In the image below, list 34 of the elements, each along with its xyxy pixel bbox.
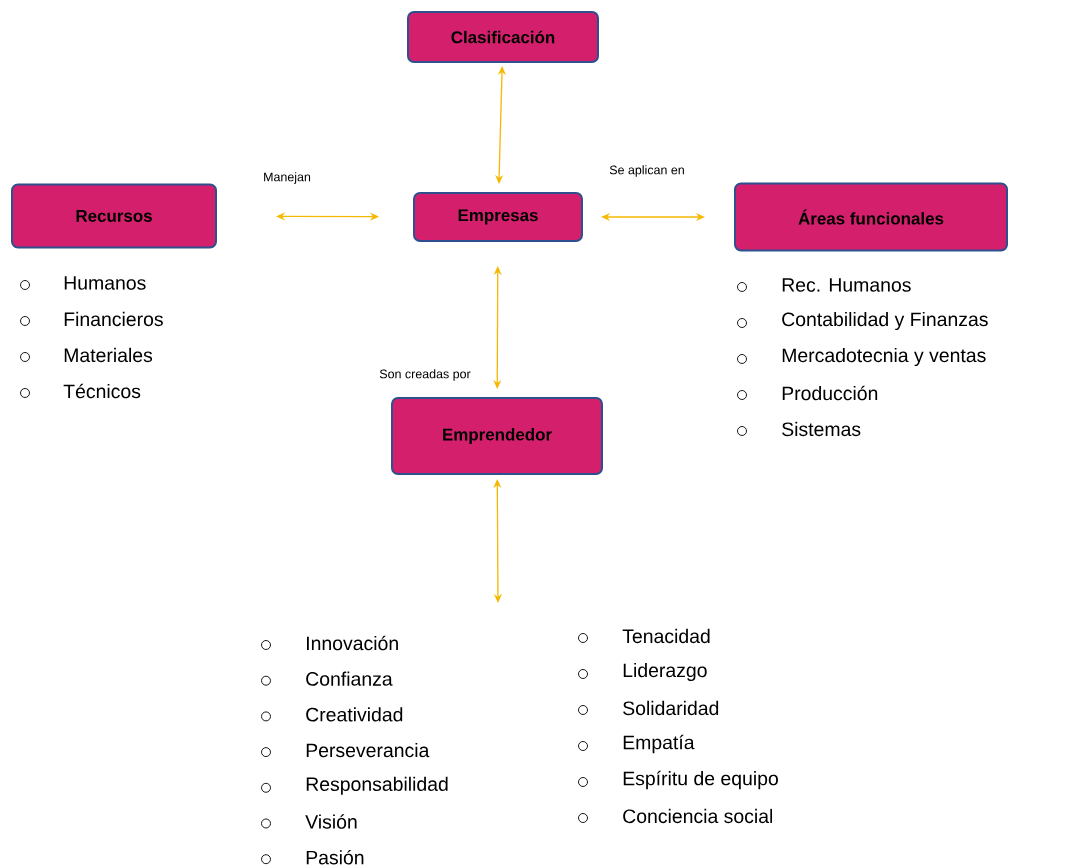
list-item: Innovación xyxy=(307,635,398,651)
concept-box: Áreas funcionales xyxy=(734,182,1008,252)
list-item: Empatía xyxy=(623,734,695,754)
list-item: Visión xyxy=(305,814,357,829)
arrow xyxy=(276,212,379,221)
list-item: Perseverancia xyxy=(306,742,430,758)
list-item: Espíritu de equipo xyxy=(623,770,778,790)
list-item: Tenacidad xyxy=(622,628,710,644)
edge-label: Manejan xyxy=(262,171,312,185)
arrow xyxy=(493,479,503,603)
list-item: Conciencia social xyxy=(623,808,773,824)
edge-label: Se aplican en xyxy=(608,164,686,178)
arrow xyxy=(601,212,705,222)
list-item: Responsabilidad xyxy=(306,776,448,795)
list-item: Técnicos xyxy=(63,383,141,399)
concept-box: Recursos xyxy=(11,183,217,249)
concept-box: Emprendedor xyxy=(391,397,603,475)
list-item: Creatividad xyxy=(306,707,403,722)
list-item: Liderazgo xyxy=(623,662,707,682)
concept-box: Clasificación xyxy=(407,11,599,63)
list-item: Humanos xyxy=(64,276,146,290)
edge-label: Son creadas por xyxy=(378,368,472,382)
list-item: Solidaridad xyxy=(623,700,719,716)
list-item: Materiales xyxy=(64,347,153,363)
list-item: Rec. Humanos xyxy=(782,278,911,292)
arrow xyxy=(493,266,502,389)
list-item: Sistemas xyxy=(782,421,861,437)
list-item: Contabilidad y Finanzas xyxy=(782,311,988,331)
list-item: Financieros xyxy=(64,311,163,327)
list-item: Mercadotecnia y ventas xyxy=(782,347,986,367)
list-item: Pasión xyxy=(306,849,364,865)
list-item: Producción xyxy=(782,385,878,401)
concept-box: Empresas xyxy=(413,192,583,242)
list-item: Confianza xyxy=(306,671,393,686)
